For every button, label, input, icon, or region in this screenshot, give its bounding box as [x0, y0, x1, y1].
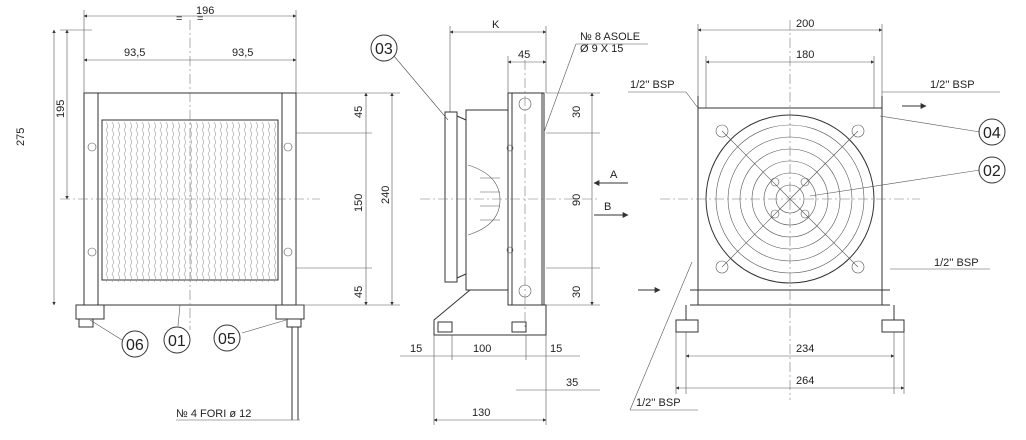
dim-234: 234	[796, 343, 814, 355]
fan-guard	[444, 111, 458, 283]
dim-264: 264	[796, 375, 814, 387]
callout-label: 05	[218, 331, 236, 348]
front-view: 196 = = 93,5 93,5 195 275 45 150 45 240 …	[15, 5, 400, 421]
dim-15-right: 15	[550, 343, 562, 355]
bsp-top-right: 1/2'' BSP	[930, 79, 975, 91]
dim-90: 90	[571, 194, 583, 206]
bolt-hole	[283, 142, 293, 152]
dim-45-top: 45	[353, 106, 365, 118]
callout-01	[163, 326, 191, 354]
motor-housing	[465, 109, 509, 291]
dim-30-bottom: 30	[571, 286, 583, 298]
bolt-hole	[283, 247, 293, 257]
callout-label: 04	[983, 125, 1001, 142]
dim-eq: =	[197, 13, 203, 25]
slots-note-line2: Ø 9 X 15	[580, 43, 623, 55]
dim-275: 275	[15, 128, 27, 146]
bolt-hole	[87, 247, 97, 257]
dim-130: 130	[472, 407, 490, 419]
base-bracket	[433, 289, 547, 336]
callout-04	[978, 118, 1006, 146]
callout-02	[978, 156, 1006, 184]
callout-label: 03	[375, 41, 393, 58]
dim-35: 35	[566, 377, 578, 389]
foot	[275, 304, 305, 320]
bsp-bottom-right: 1/2'' BSP	[934, 257, 979, 269]
dim-30-top: 30	[571, 106, 583, 118]
dim-15-left: 15	[410, 343, 422, 355]
dim-240: 240	[380, 186, 392, 204]
bolt-hole	[87, 142, 97, 152]
bsp-top-left: 1/2'' BSP	[630, 79, 675, 91]
callout-06	[121, 330, 149, 358]
rear-view: 200 180 1/2'' BSP 1/2'' BSP 1/2'' BSP 1/…	[628, 18, 1006, 411]
side-view: K 45 № 8 ASOLE Ø 9 X 15 30 90 30 A B 15 …	[370, 19, 648, 425]
dim-45: 45	[518, 49, 530, 61]
dim-100: 100	[473, 343, 491, 355]
holes-note: № 4 FORI ø 12	[176, 408, 251, 420]
dim-k: K	[492, 19, 500, 31]
callout-03	[370, 34, 398, 62]
foot	[75, 304, 105, 320]
flow-b: B	[604, 201, 611, 213]
callout-label: 06	[126, 337, 144, 354]
bsp-bottom-left: 1/2'' BSP	[636, 397, 681, 409]
flow-a: A	[610, 169, 618, 181]
dim-150: 150	[353, 194, 365, 212]
dim-45-bottom: 45	[353, 286, 365, 298]
callout-label: 02	[983, 163, 1001, 180]
slots-note-line1: № 8 ASOLE	[580, 31, 640, 43]
dim-180: 180	[796, 49, 814, 61]
dim-196: 196	[196, 5, 214, 17]
dim-93-5-right: 93,5	[232, 47, 253, 59]
dim-200: 200	[796, 18, 814, 30]
dim-eq: =	[176, 13, 182, 25]
callout-label: 01	[168, 333, 186, 350]
callout-05	[213, 324, 241, 352]
radiator-fins	[105, 121, 276, 283]
dim-195: 195	[55, 100, 67, 118]
dim-93-5-left: 93,5	[124, 47, 145, 59]
